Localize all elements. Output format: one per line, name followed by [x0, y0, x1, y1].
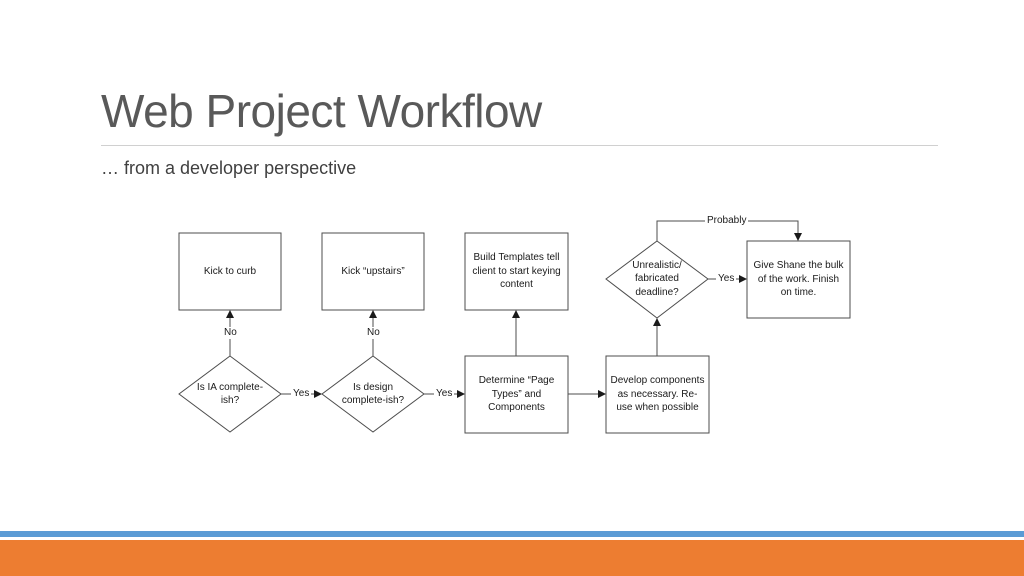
node-build-templates-label: Build Templates tell client to start key… — [472, 252, 561, 291]
decision-design-complete-diamond — [321, 355, 425, 433]
decision-design-complete-label: Is design complete-ish? — [341, 381, 405, 407]
node-give-shane-label: Give Shane the bulk of the work. Finish … — [753, 260, 844, 299]
node-kick-to-curb-label: Kick to curb — [203, 265, 257, 277]
node-determine-page-types-label: Determine “Page Types” and Components — [478, 375, 555, 414]
edge-probably-label: Probably — [705, 215, 749, 227]
page-title: Web Project Workflow — [101, 85, 542, 137]
footer-band-orange — [0, 540, 1024, 576]
node-give-shane-box — [746, 240, 851, 319]
edge-design-no-label: No — [365, 327, 382, 339]
title-divider — [101, 145, 938, 146]
edge-ia-yes-label: Yes — [291, 388, 312, 400]
footer-band-blue — [0, 531, 1024, 537]
decision-ia-complete-label: Is IA complete-ish? — [196, 381, 264, 407]
edge-deadline-yes-label: Yes — [716, 273, 737, 285]
edge-ia-no-label: No — [222, 327, 239, 339]
node-build-templates-box — [464, 232, 569, 311]
decision-deadline-label: Unrealistic/ fabricated deadline? — [632, 259, 682, 298]
node-develop-components-label: Develop components as necessary. Re-use … — [610, 375, 705, 414]
decision-ia-complete-diamond — [178, 355, 282, 433]
edge-design-yes-label: Yes — [434, 388, 455, 400]
node-kick-upstairs-label: Kick “upstairs” — [341, 265, 405, 277]
page-subtitle: … from a developer perspective — [101, 158, 357, 178]
node-kick-to-curb-box — [178, 232, 282, 311]
